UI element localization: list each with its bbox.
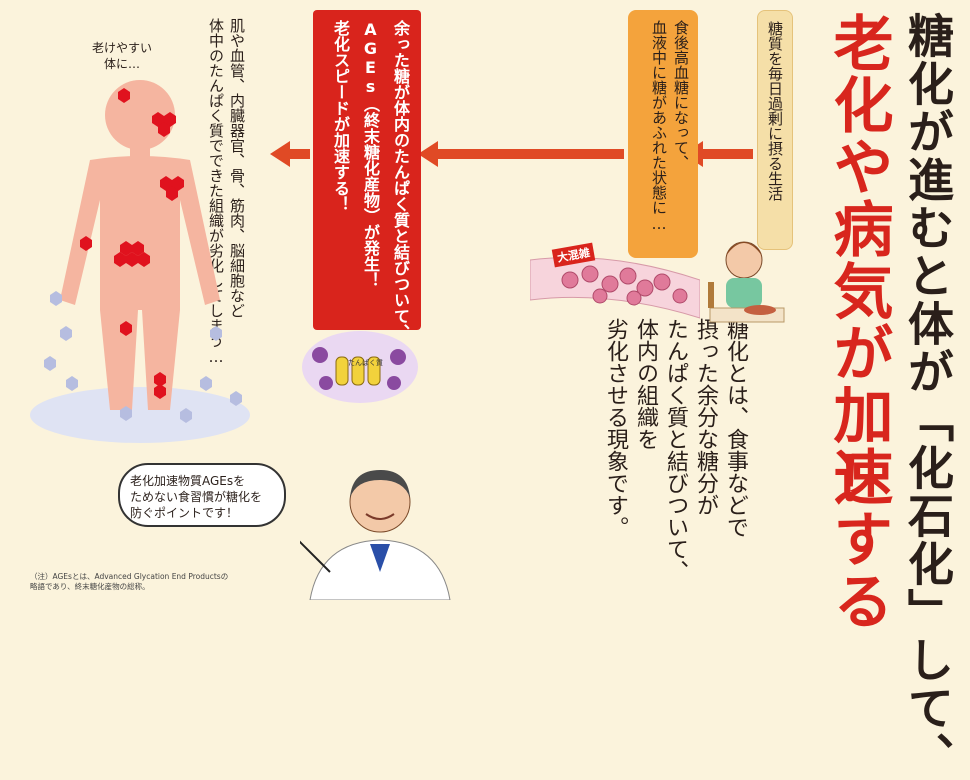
blood-vessel-illustration (530, 257, 700, 319)
arrow-left-icon (418, 141, 624, 167)
aging-body-label: 老けやすい 体に… (91, 41, 152, 71)
protein-label: たんぱく質 (348, 359, 383, 367)
human-figure-illustration (30, 80, 250, 443)
arrow-left-icon (270, 141, 310, 167)
glycation-definition: 糖化とは、食事などで 摂った余分な糖分が たんぱく質と結びついて、 体内の組織を… (603, 318, 748, 582)
tag-daily-sugar: 糖質を毎日過剰に摂る生活 (757, 10, 793, 250)
speech-bubble: 老化加速物質AGEsを ためない食習慣が糖化を 防ぐポイントです！ (118, 463, 286, 527)
woman-eating-illustration (708, 241, 785, 323)
speech-line-1: 老化加速物質AGEsを (130, 474, 246, 488)
tag-ages-generated: 余った糖が体内のたんぱく質と結びついて、 AGEs（終末糖化産物）が発生！ 老化… (313, 10, 421, 340)
footnote: （注）AGEsとは、Advanced Glycation End Product… (30, 572, 229, 591)
protein-ages-illustration (302, 331, 418, 403)
doctor-illustration (300, 470, 451, 600)
title-line-1: 糖化が進むと体が「化石化」して、 (901, 12, 955, 780)
tag-high-blood-sugar: 食後高血糖になって、 血液中に糖があふれた状態に… (628, 10, 698, 258)
speech-line-2: ためない食習慣が糖化を (130, 490, 263, 504)
title-exclamation: ！ (835, 445, 895, 515)
title-line-2: 老化や病気が加速する (823, 12, 893, 632)
speech-line-3: 防ぐポイントです！ (130, 506, 239, 520)
